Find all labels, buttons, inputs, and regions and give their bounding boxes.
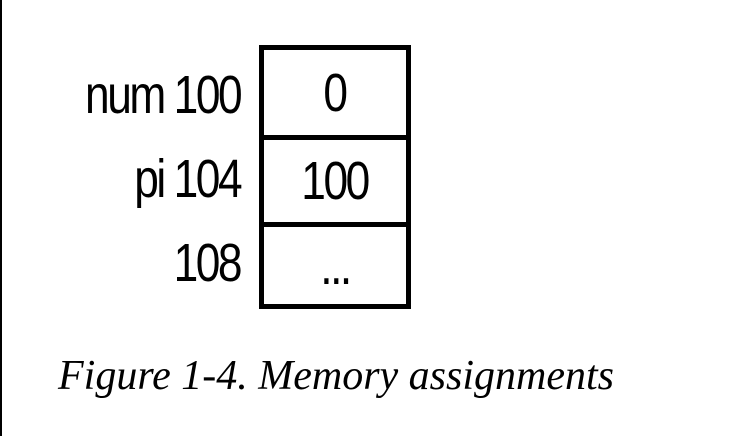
cell-divider [264,222,406,227]
page-edge-rule [0,0,2,436]
memory-cell-value: 0 [323,62,349,123]
figure-caption: Figure 1-4. Memory assignments [58,353,615,399]
cell-divider [264,135,406,140]
memory-block: 0 100 ... [259,45,411,309]
address-label-num: num 100 [84,65,243,125]
memory-cell-value: ... [320,235,352,296]
memory-cell-value: 100 [301,151,371,211]
memory-cell-num: 0 [264,50,406,135]
address-label-pi: pi 104 [134,149,242,209]
memory-cell-108: ... [264,227,406,304]
memory-cell-pi: 100 [264,140,406,222]
address-label-108: 108 [173,233,242,293]
